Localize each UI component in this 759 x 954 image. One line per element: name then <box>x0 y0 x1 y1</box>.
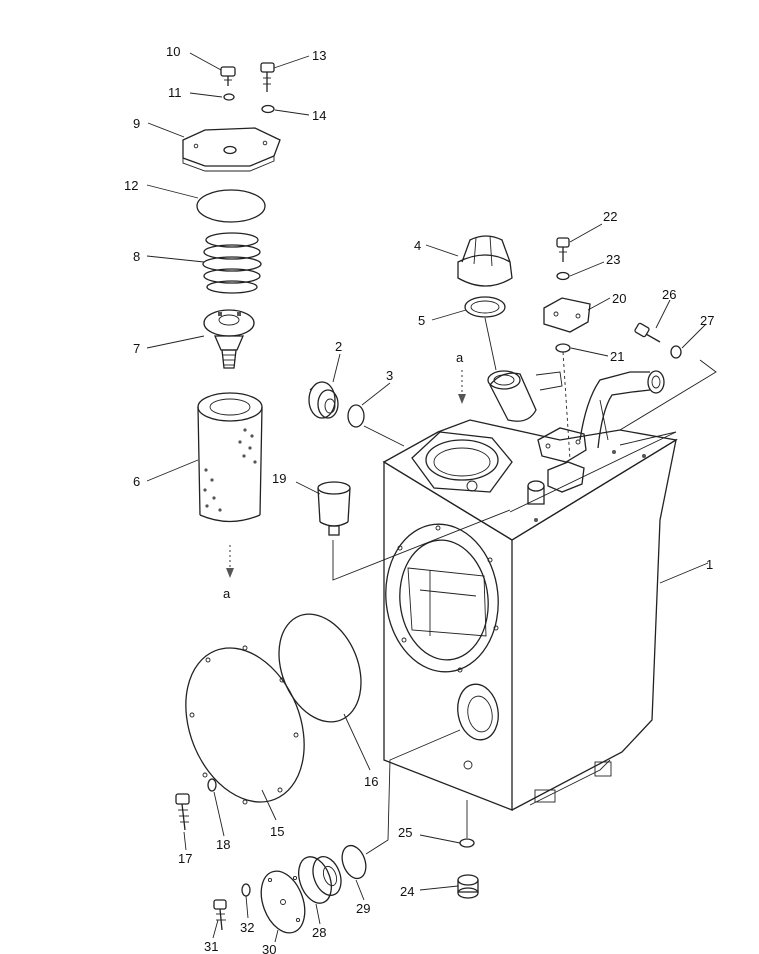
part-19-breather <box>317 481 351 536</box>
part-4-filler-cap <box>457 235 513 287</box>
callout-27: 27 <box>700 313 714 328</box>
callout-6: 6 <box>133 474 140 489</box>
flow-arrow-a-left <box>226 545 234 578</box>
callout-11: 11 <box>168 85 182 100</box>
part-18-washer <box>207 778 217 792</box>
part-6-filter-element <box>197 392 263 523</box>
callout-5: 5 <box>418 313 425 328</box>
callout-17: 17 <box>178 851 192 866</box>
part-27-washer <box>670 345 682 359</box>
callout-31: 31 <box>204 939 218 954</box>
callout-23: 23 <box>606 252 620 267</box>
part-3-o-ring <box>347 404 365 428</box>
part-11-washer <box>223 93 235 101</box>
part-32-washer <box>241 883 251 897</box>
part-24-drain-plug <box>457 874 479 899</box>
part-5-gasket <box>464 296 506 318</box>
callout-12: 12 <box>124 178 138 193</box>
callout-15: 15 <box>270 824 284 839</box>
callout-10: 10 <box>166 44 180 59</box>
part-15-cover-plate <box>185 645 305 805</box>
part-20-plate <box>543 297 591 333</box>
callout-8: 8 <box>133 249 140 264</box>
callout-leaders <box>146 52 709 943</box>
callout-26: 26 <box>662 287 676 302</box>
callout-7: 7 <box>133 341 140 356</box>
part-28-flange <box>298 856 342 904</box>
callout-18: 18 <box>216 837 230 852</box>
part-26-bolt <box>634 322 661 343</box>
part-2-plug <box>308 381 339 419</box>
callout-16: 16 <box>364 774 378 789</box>
callout-2: 2 <box>335 339 342 354</box>
part-29-o-ring <box>341 844 367 880</box>
part-30-plate <box>260 870 306 934</box>
callout-13: 13 <box>312 48 326 63</box>
flow-mark-a-top: a <box>456 350 464 365</box>
part-9-filter-cover <box>182 127 281 172</box>
callout-14: 14 <box>312 108 326 123</box>
part-25-o-ring <box>459 838 475 848</box>
part-31-bolt <box>213 899 227 931</box>
part-10-bolt <box>220 66 236 86</box>
part-14-washer <box>261 104 275 114</box>
callout-24: 24 <box>400 884 414 899</box>
callout-29: 29 <box>356 901 370 916</box>
callout-19: 19 <box>272 471 286 486</box>
flow-mark-a-left: a <box>223 586 231 601</box>
callout-22: 22 <box>603 209 617 224</box>
callout-21: 21 <box>610 349 624 364</box>
part-17-bolt <box>175 793 190 831</box>
part-22-bolt <box>556 237 570 262</box>
callout-28: 28 <box>312 925 326 940</box>
part-1-hydraulic-tank <box>382 370 678 811</box>
callout-9: 9 <box>133 116 140 131</box>
part-13-bolt <box>260 62 275 92</box>
callout-1: 1 <box>706 557 713 572</box>
callout-4: 4 <box>414 238 421 253</box>
part-23-washer <box>556 271 570 281</box>
callout-3: 3 <box>386 368 393 383</box>
part-7-bypass-valve <box>203 309 255 369</box>
callout-labels: 1 2 3 4 5 6 7 8 9 10 11 12 13 14 15 16 1… <box>124 44 714 954</box>
part-8-spring <box>202 232 262 294</box>
callout-30: 30 <box>262 942 276 954</box>
callout-32: 32 <box>240 920 254 935</box>
callout-20: 20 <box>612 291 626 306</box>
part-16-o-ring <box>278 613 362 723</box>
callout-25: 25 <box>398 825 412 840</box>
part-12-o-ring <box>196 189 266 223</box>
assembly-lines <box>332 317 717 855</box>
part-21-o-ring <box>555 343 571 353</box>
